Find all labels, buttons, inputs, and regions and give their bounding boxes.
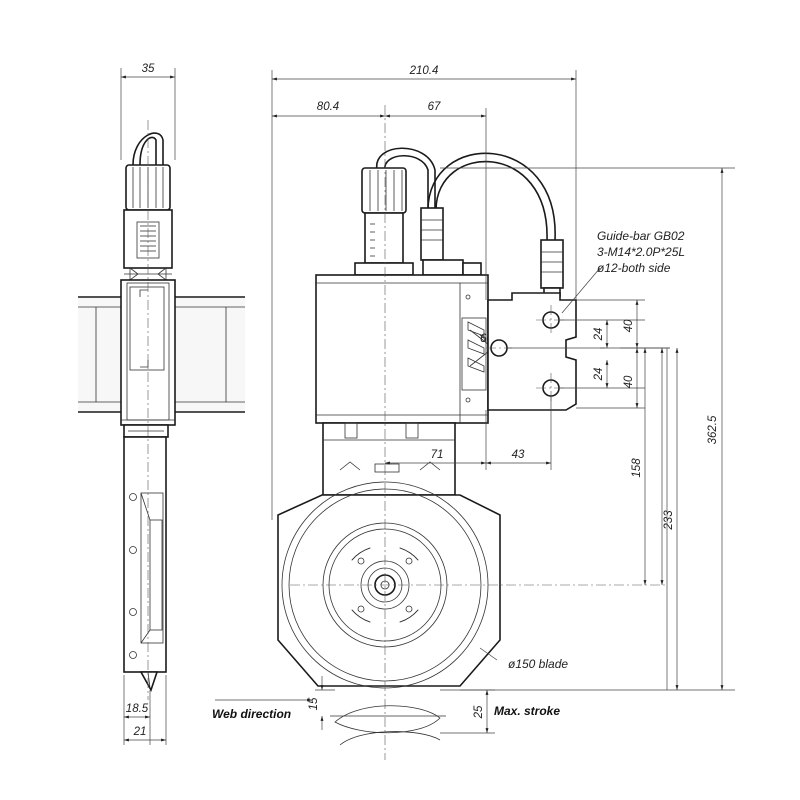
dim-overall-width: 210.4 [409,65,439,77]
dim-overall-height: 362.5 [707,415,719,444]
dim-side-width: 35 [142,63,155,75]
dim-stroke: 25 [473,705,485,719]
dim-pitch-top: 24 [593,328,605,342]
blade-label: ø150 blade [508,657,568,671]
web-direction-label: Web direction [212,707,291,721]
dim-right-offset: 67 [428,101,441,113]
dim-left-offset: 80.4 [317,101,339,113]
front-view: 60° [212,65,735,760]
sensor-connector [540,239,564,289]
dim-tip-width: 18.5 [126,703,149,715]
guide-bar-thread: 3-M14*2.0P*25L [597,245,685,259]
front-connector [361,167,407,214]
dim-guide-offset: 71 [431,449,444,461]
dim-spacing-top: 40 [623,319,635,332]
dim-spacing-bottom: 40 [623,375,635,388]
cable-long [427,152,556,241]
dim-pitch-bottom: 24 [593,368,605,382]
cable-short [376,147,436,210]
side-view: 35 18.5 21 [78,63,245,745]
dim-guide-depth: 43 [512,449,525,461]
web-material [334,705,441,734]
dim-blade-extension: 15 [308,697,320,710]
max-stroke-label: Max. stroke [494,704,560,718]
dim-base-width: 21 [133,726,147,738]
guide-bar-title: Guide-bar GB02 [597,229,685,243]
cable-fitting [420,207,444,261]
dim-height-233: 233 [663,510,675,531]
dim-height-158: 158 [631,458,643,478]
guide-bar-pin: ø12-both side [597,261,671,275]
side-holder [123,436,167,673]
